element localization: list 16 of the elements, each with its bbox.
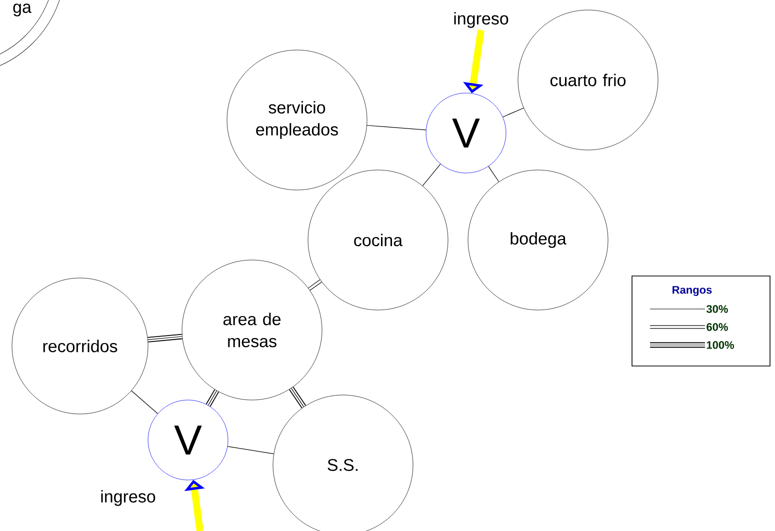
connection-line <box>422 164 441 186</box>
legend-label: 30% <box>706 305 728 313</box>
connection-line <box>366 125 426 130</box>
connection-line <box>502 108 524 118</box>
connection-line <box>289 386 306 408</box>
legend-title: Rangos <box>672 286 712 296</box>
entrance-label: ingreso <box>101 490 156 506</box>
legend-label: 100% <box>706 341 734 349</box>
legend-label: 60% <box>706 323 728 331</box>
connection-line <box>308 279 322 291</box>
connection-line <box>131 390 158 414</box>
connection-line <box>148 334 182 342</box>
entrance-label: ingreso <box>454 12 508 28</box>
connection-line <box>488 166 500 182</box>
connection-line <box>227 446 274 454</box>
connection-line <box>206 389 220 407</box>
